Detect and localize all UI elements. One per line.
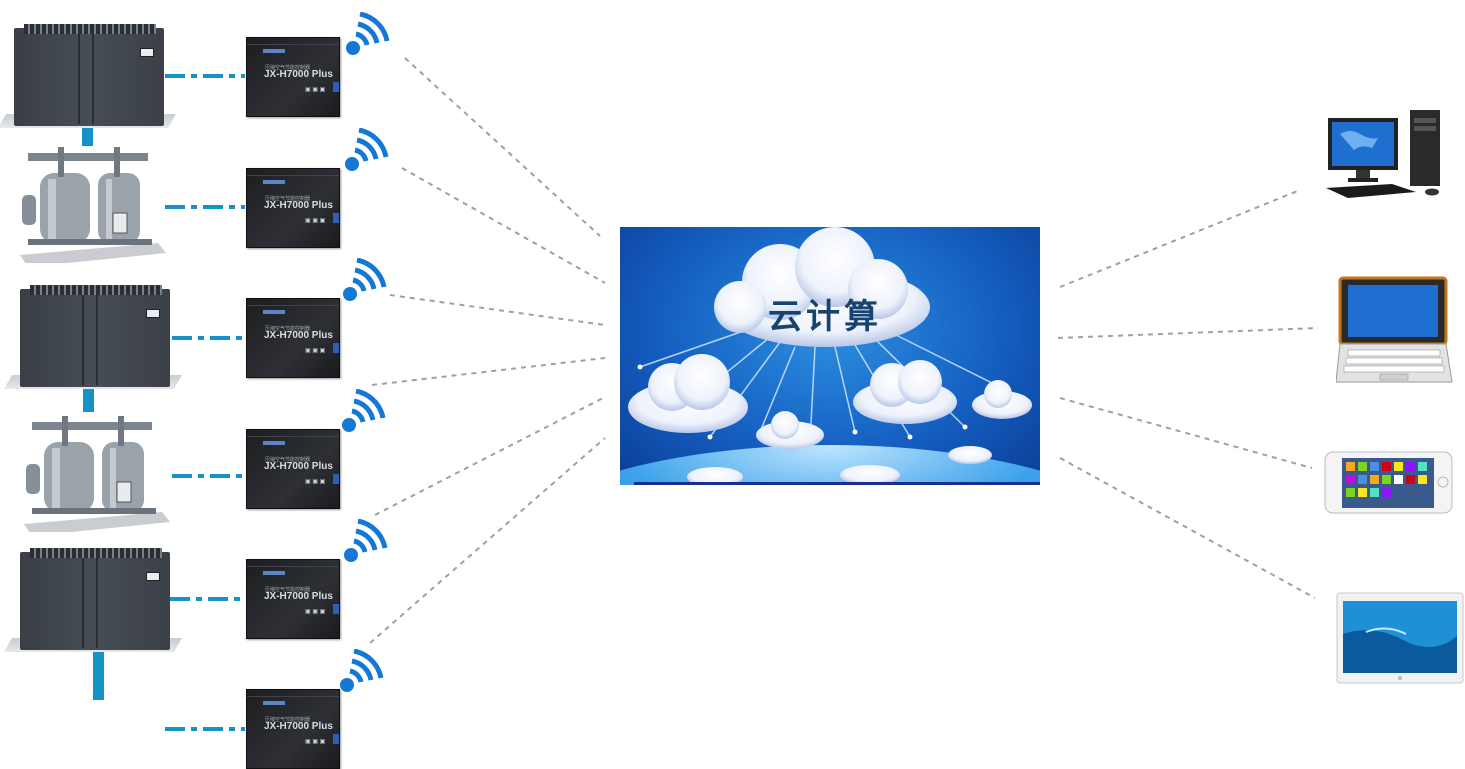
controller-device: 压缩空气节能控制器 JX-H7000 Plus ▣ ▣ ▣	[246, 689, 340, 769]
controller-device: 压缩空气节能控制器 JX-H7000 Plus ▣ ▣ ▣	[246, 37, 340, 117]
cloud-illustration	[620, 227, 1040, 485]
dashed-link	[1059, 189, 1301, 288]
wifi-signal-icon	[345, 128, 389, 171]
tablet-icon	[1336, 592, 1464, 684]
dashed-link	[369, 437, 606, 644]
cloud-title: 云计算	[768, 298, 882, 336]
dashed-link	[1059, 397, 1313, 469]
laptop-icon	[1336, 276, 1453, 383]
wifi-signal-icon	[346, 12, 390, 55]
cloud-computing-panel: 云计算	[620, 227, 1040, 485]
wifi-signal-icon	[344, 519, 388, 562]
dashed-link	[404, 57, 601, 237]
smartphone-icon	[1324, 451, 1453, 514]
dashed-link	[1057, 327, 1319, 339]
controller-device: 压缩空气节能控制器 JX-H7000 Plus ▣ ▣ ▣	[246, 298, 340, 378]
air-compressor	[0, 24, 177, 128]
controller-device: 压缩空气节能控制器 JX-H7000 Plus ▣ ▣ ▣	[246, 168, 340, 248]
controller-device: 压缩空气节能控制器 JX-H7000 Plus ▣ ▣ ▣	[246, 429, 340, 509]
air-compressor	[3, 548, 183, 652]
wifi-signal-icon	[340, 649, 384, 692]
air-dryer	[24, 416, 170, 532]
wifi-signal-icon	[342, 389, 386, 432]
dashed-link	[401, 167, 606, 284]
dashed-link	[374, 396, 606, 516]
controller-device: 压缩空气节能控制器 JX-H7000 Plus ▣ ▣ ▣	[246, 559, 340, 639]
wifi-signal-icon	[343, 258, 387, 301]
dashed-link	[389, 294, 606, 326]
air-dryer	[20, 147, 166, 263]
pipe	[83, 388, 94, 412]
dashed-link	[371, 357, 606, 386]
pipe	[82, 126, 93, 146]
dashed-link	[1059, 457, 1316, 599]
desktop-computer-icon	[1326, 110, 1440, 198]
pipe	[93, 650, 104, 700]
air-compressor	[3, 285, 183, 389]
